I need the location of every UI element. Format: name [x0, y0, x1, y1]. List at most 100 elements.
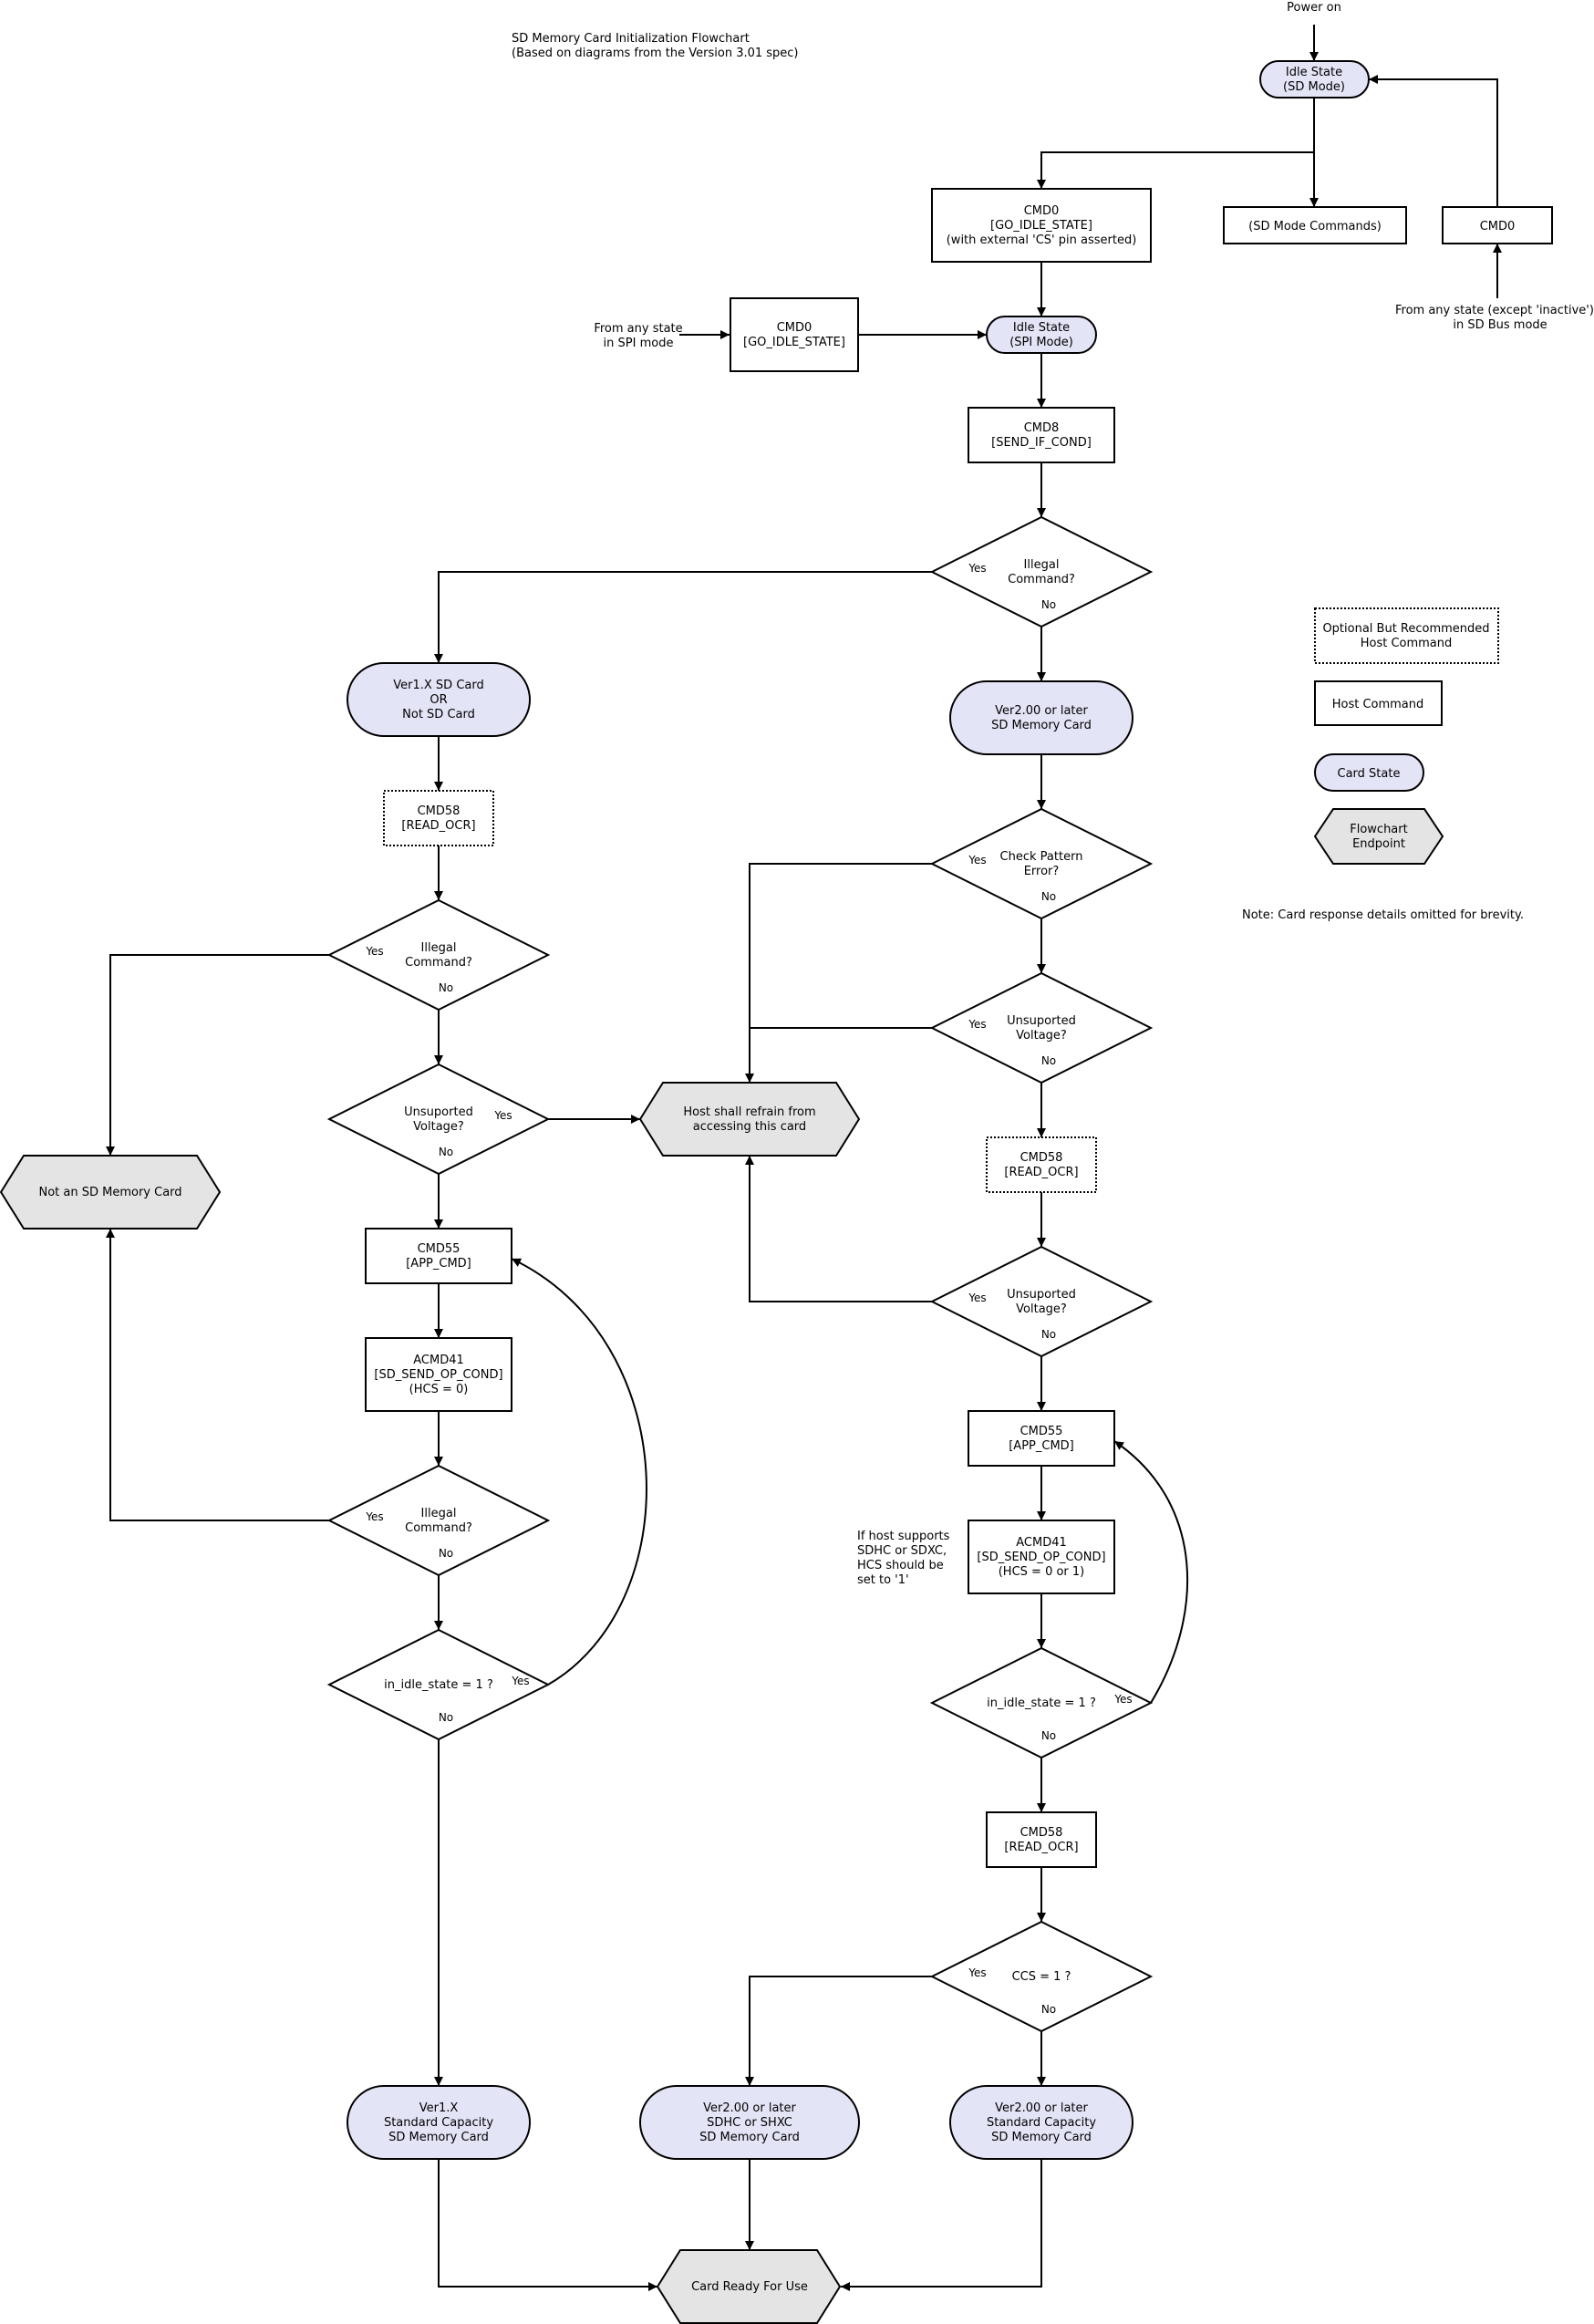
cmd55-l-label-1: CMD55: [418, 1242, 461, 1256]
idle-check-l-label: in_idle_state = 1 ?: [384, 1678, 493, 1692]
edge-illegal-3-yes: [106, 1229, 329, 1521]
ver2-standard-capacity-state: [949, 2085, 1133, 2160]
ccs-no: No: [1041, 2003, 1056, 2016]
legend-card-state-swatch: [1314, 753, 1424, 792]
edge-unsupported-r2-yes: [745, 1156, 932, 1302]
texts: SD Memory Card Initialization Flowchart …: [38, 1, 1593, 2294]
unsupported-voltage-right-2-decision: [929, 1245, 1154, 1358]
cmd58-r2-label-2: [READ_OCR]: [1004, 1841, 1078, 1854]
idle-check-l-no: No: [439, 1711, 453, 1724]
cmd58-r1-label-2: [READ_OCR]: [1004, 1166, 1078, 1179]
idle-spi-state: [986, 316, 1097, 354]
cmd0-right-box: [1442, 206, 1553, 244]
edge-illegal-1-yes: [434, 571, 932, 663]
unsupported-r2-label-2: Voltage?: [1016, 1302, 1067, 1316]
from-spi-label-2: in SPI mode: [604, 337, 674, 350]
idle-sd-label-2: (SD Mode): [1283, 80, 1345, 94]
edge-illegal-2-yes: [106, 954, 329, 1156]
ver2-sdhc-state: [639, 2085, 860, 2160]
ver1-std-label-1: Ver1.X: [419, 2101, 459, 2115]
ver2-std-label-2: Standard Capacity: [987, 2116, 1096, 2130]
unsupported-l-label-1: Unsuported: [404, 1105, 473, 1119]
ver2-std-label-3: SD Memory Card: [991, 2131, 1092, 2144]
cmd55-left-box: [365, 1228, 512, 1284]
cmd58-right-2-box: [986, 1811, 1097, 1868]
cmd0-spi-label-2: [GO_IDLE_STATE]: [743, 336, 845, 349]
ver1-std-label-3: SD Memory Card: [388, 2131, 489, 2144]
cmd55-r-label-2: [APP_CMD]: [1009, 1439, 1074, 1453]
edge-idle-check-r-yes-loop: [1113, 1440, 1189, 1704]
unsupported-l-label-2: Voltage?: [413, 1120, 464, 1134]
illegal-1-no: No: [1041, 598, 1056, 611]
illegal-2-no: No: [439, 981, 453, 994]
illegal-command-1-decision: [929, 515, 1154, 628]
legend-endpoint-label-1: Flowchart: [1350, 823, 1407, 836]
ccs-check-label: CCS = 1 ?: [1012, 1970, 1071, 1984]
acmd41-r-label-2: [SD_SEND_OP_COND]: [977, 1551, 1105, 1564]
cmd58-l-label-1: CMD58: [418, 804, 461, 818]
refrain-label-1: Host shall refrain from: [683, 1105, 815, 1119]
refrain-endpoint: [638, 1082, 861, 1157]
ver2-card-label-2: SD Memory Card: [991, 719, 1092, 732]
edge-ccs-yes: [745, 1976, 932, 2086]
acmd41-l-label-3: (HCS = 0): [409, 1383, 469, 1396]
cmd55-right-box: [968, 1410, 1115, 1467]
acmd41-l-label-1: ACMD41: [413, 1354, 464, 1367]
idle-check-right-decision: [929, 1646, 1154, 1759]
not-sd-label: Not an SD Memory Card: [38, 1186, 181, 1199]
unsupported-r1-no: No: [1041, 1054, 1056, 1067]
ver1-or-not-label-3: Not SD Card: [402, 708, 475, 721]
cmd8-box: [968, 407, 1115, 463]
from-spi-label-1: From any state: [594, 322, 682, 336]
ver2-sdhc-label-1: Ver2.00 or later: [703, 2101, 796, 2115]
check-pattern-decision: [929, 807, 1154, 920]
check-pattern-yes: Yes: [968, 854, 986, 866]
hcs-note-4: set to '1': [857, 1573, 909, 1587]
acmd41-right-box: [968, 1520, 1115, 1594]
idle-sd-state: [1259, 60, 1370, 99]
from-sd-bus-label-1: From any state (except 'inactive'): [1395, 304, 1594, 317]
card-ready-endpoint: [656, 2249, 842, 2324]
ver2-card-label-1: Ver2.00 or later: [995, 704, 1088, 718]
unsupported-voltage-left-decision: [326, 1063, 551, 1176]
cmd58-right-1-box: [986, 1136, 1097, 1193]
ver2-std-label-1: Ver2.00 or later: [995, 2101, 1088, 2115]
idle-check-l-yes: Yes: [511, 1675, 529, 1687]
ver1-or-not-label-2: OR: [430, 693, 447, 707]
hcs-note-2: SDHC or SDXC,: [857, 1544, 947, 1558]
cmd0-spi-label-1: CMD0: [777, 321, 813, 335]
brevity-note: Note: Card response details omitted for …: [1242, 908, 1524, 922]
ccs-yes: Yes: [968, 1966, 986, 1979]
legend-optional-label-2: Host Command: [1361, 637, 1453, 650]
hcs-note-3: HCS should be: [857, 1559, 944, 1572]
unsupported-l-no: No: [439, 1146, 453, 1158]
illegal-1-label-2: Command?: [1008, 573, 1075, 586]
unsupported-voltage-right-1-decision: [929, 971, 1154, 1084]
unsupported-r1-label-1: Unsuported: [1007, 1014, 1076, 1028]
nodes: [0, 60, 1553, 2324]
cmd0-right-label: CMD0: [1480, 220, 1516, 233]
unsupported-l-yes: Yes: [493, 1109, 512, 1122]
unsupported-r1-yes: Yes: [968, 1018, 986, 1031]
edge-idle-check-l-yes-loop: [511, 1258, 647, 1686]
idle-check-r-yes: Yes: [1113, 1693, 1132, 1706]
sd-mode-commands-label: (SD Mode Commands): [1248, 220, 1382, 233]
unsupported-r2-no: No: [1041, 1328, 1056, 1341]
idle-check-left-decision: [326, 1628, 551, 1741]
legend-endpoint-label-2: Endpoint: [1352, 837, 1405, 851]
legend-host-command-swatch: [1314, 680, 1443, 726]
ver2-sdhc-label-2: SDHC or SHXC: [707, 2116, 792, 2130]
legend-optional-swatch: [1314, 607, 1499, 664]
acmd41-left-box: [365, 1337, 512, 1412]
cmd0-top-label-1: CMD0: [1024, 204, 1060, 218]
cmd8-label-1: CMD8: [1024, 421, 1060, 435]
cmd58-left-box: [383, 790, 494, 846]
illegal-2-label-2: Command?: [405, 956, 472, 970]
edge-cmd0-right-to-idle-sd: [1369, 75, 1498, 207]
illegal-3-label-2: Command?: [405, 1521, 472, 1535]
card-ready-label: Card Ready For Use: [691, 2280, 808, 2294]
ver2-sd-card-state: [949, 680, 1133, 755]
illegal-3-yes: Yes: [365, 1510, 383, 1523]
legend-host-command-label: Host Command: [1332, 698, 1424, 711]
